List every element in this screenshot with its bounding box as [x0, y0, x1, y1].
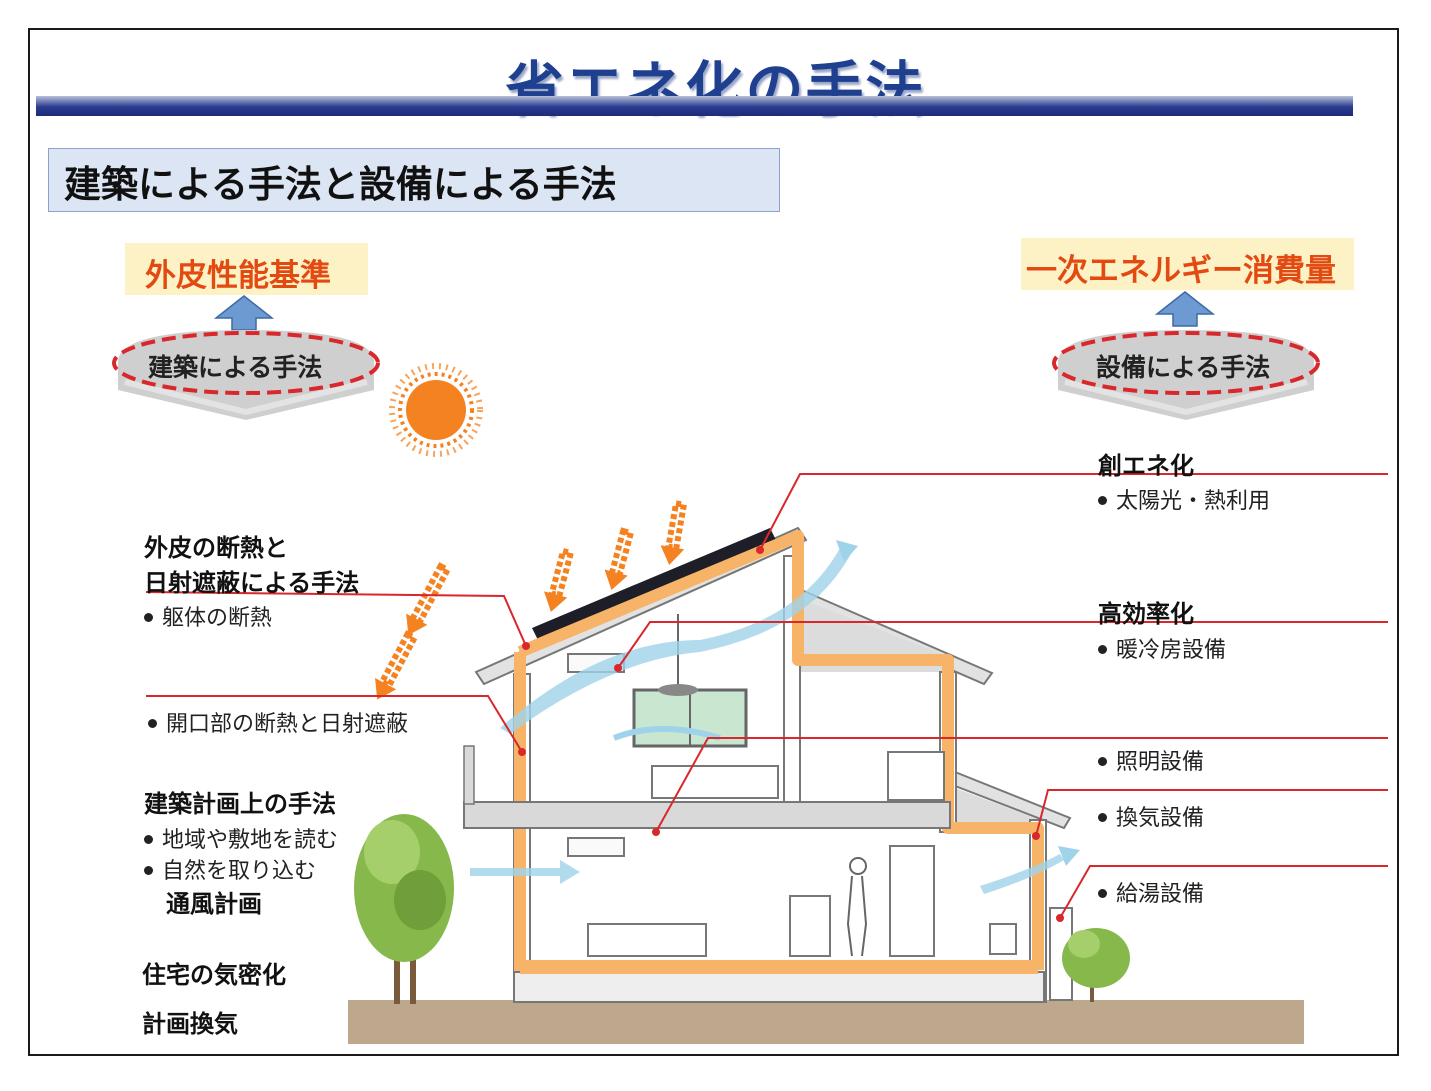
house-cross-section: [463, 526, 1073, 1003]
tree-left-icon: [354, 814, 454, 1004]
airtight-label: 住宅の気密化: [142, 961, 286, 989]
insulation-item-text: 躯体の断熱: [162, 606, 273, 631]
left-up-arrow-icon: [213, 295, 275, 331]
bullet-icon: [148, 718, 157, 728]
hot-water-item-text: 給湯設備: [1116, 882, 1205, 907]
left-method-badge: [112, 330, 380, 420]
title-underline-bar: [36, 96, 1353, 116]
leader-lines: [145, 473, 1388, 919]
right-standard-label: 一次エネルギー消費量: [1026, 253, 1336, 289]
planning-item-1: 地域や敷地を読む: [144, 822, 338, 854]
left-standard-label: 外皮性能基準: [145, 258, 331, 294]
create-energy-item: 太陽光・熱利用: [1098, 483, 1270, 515]
planning-item-2: 自然を取り込む: [144, 853, 316, 885]
left-method-label: 建築による手法: [148, 353, 323, 382]
ground: [348, 1000, 1304, 1044]
ventilation-item-text: 換気設備: [1116, 806, 1205, 831]
ventilation-plan-label: 通風計画: [166, 890, 262, 918]
planning-item-1-text: 地域や敷地を読む: [162, 828, 339, 853]
bullet-icon: [1098, 812, 1107, 822]
create-energy-heading: 創エネ化: [1098, 452, 1194, 480]
hvac-item: 暖冷房設備: [1098, 632, 1226, 664]
create-energy-item-text: 太陽光・熱利用: [1116, 489, 1271, 514]
opening-item-text: 開口部の断熱と日射遮蔽: [166, 712, 409, 737]
bullet-icon: [1098, 495, 1107, 505]
planned-ventilation-label: 計画換気: [142, 1010, 238, 1038]
sun-icon: [389, 363, 483, 457]
opening-item: 開口部の断熱と日射遮蔽: [148, 706, 408, 738]
left-standard-box: [125, 243, 368, 295]
bullet-icon: [1098, 888, 1107, 898]
hvac-item-text: 暖冷房設備: [1116, 638, 1227, 663]
bullet-icon: [1098, 756, 1107, 766]
planning-heading: 建築計画上の手法: [144, 790, 336, 818]
right-up-arrow-icon: [1154, 291, 1216, 327]
sun-ray-arrows: [375, 499, 688, 700]
insulation-heading-line2: 日射遮蔽による手法: [144, 569, 360, 597]
right-standard-box: [1021, 238, 1354, 290]
insulation-heading-line1: 外皮の断熱と: [144, 534, 288, 562]
bullet-icon: [144, 834, 153, 844]
bullet-icon: [144, 612, 153, 622]
right-method-label: 設備による手法: [1096, 353, 1271, 382]
subtitle: 建築による手法と設備による手法: [64, 163, 617, 206]
bullet-icon: [144, 865, 153, 875]
right-method-badge: [1052, 330, 1320, 420]
ventilation-item: 換気設備: [1098, 800, 1204, 832]
bullet-icon: [1098, 644, 1107, 654]
hot-water-item: 給湯設備: [1098, 876, 1204, 908]
leader-dots: [518, 546, 1064, 922]
subtitle-box: [48, 148, 780, 212]
insulation-item: 躯体の断熱: [144, 600, 272, 632]
efficiency-heading: 高効率化: [1098, 600, 1194, 628]
tree-right-icon: [1062, 928, 1130, 1002]
wind-arrows: [470, 540, 1080, 894]
lighting-item-text: 照明設備: [1116, 750, 1205, 775]
lighting-item: 照明設備: [1098, 744, 1204, 776]
planning-item-2-text: 自然を取り込む: [162, 859, 317, 884]
